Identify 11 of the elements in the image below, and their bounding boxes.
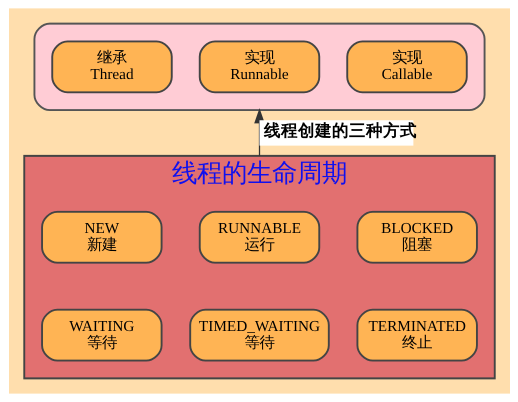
node-box: BLOCKED 阻塞 [356,210,478,264]
node-box: TERMINATED 终止 [356,308,478,362]
node-box: 实现 Callable [346,40,468,94]
node-box: NEW 新建 [40,210,162,264]
node-box: RUNNABLE 运行 [198,210,320,264]
node-box: 实现 Runnable [198,40,320,94]
node-box: WAITING 等待 [40,308,162,362]
cluster [32,22,486,112]
node-box: 继承 Thread [50,40,172,94]
edge-label: 线程创建的三种方式 [263,121,416,140]
node-box: TIMED_WAITING 等待 [188,308,330,362]
